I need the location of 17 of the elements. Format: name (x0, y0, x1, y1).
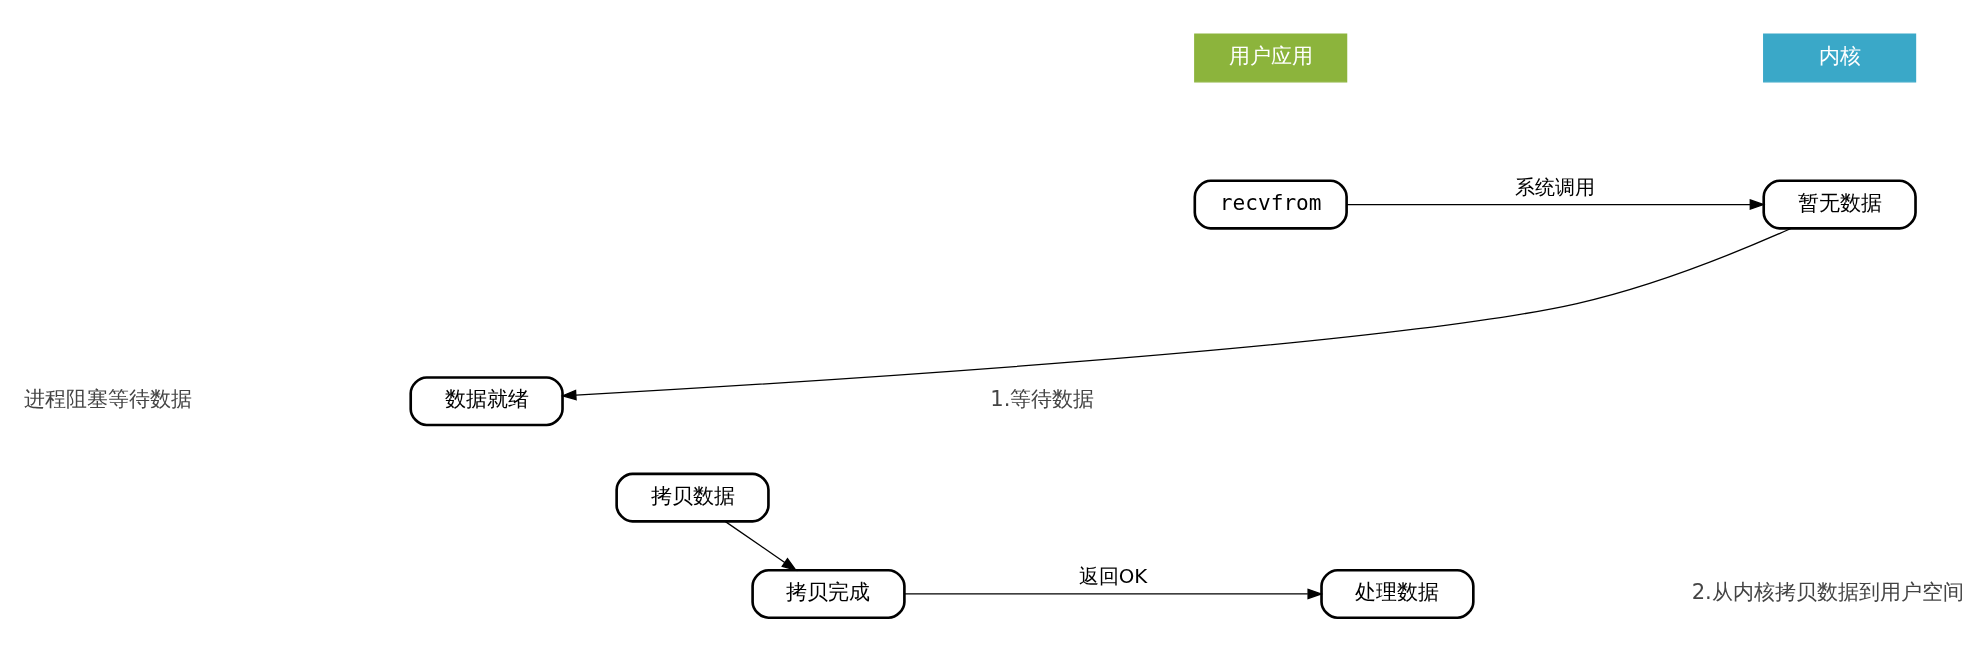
label: 进程阻塞等待数据 (23, 385, 192, 411)
node-box: 用户应用 (1194, 33, 1348, 82)
edge-label: 系统调用 (1515, 175, 1596, 199)
edge-label: 返回OK (1078, 564, 1148, 588)
node-box: 拷贝数据 (615, 472, 770, 523)
label: 1.等待数据 (990, 385, 1095, 411)
arrow (1346, 198, 1766, 210)
node-box: 数据就绪 (409, 375, 564, 426)
node-box: 暂无数据 (1762, 179, 1917, 230)
arrow (724, 520, 798, 571)
node-box: 内核 (1763, 33, 1917, 82)
arrow (560, 227, 1792, 401)
node-box: recvfrom (1193, 179, 1348, 230)
arrow (904, 587, 1324, 599)
node-box: 拷贝完成 (751, 568, 906, 619)
label: 2.从内核拷贝数据到用户空间 (1691, 578, 1964, 604)
node-box: 处理数据 (1320, 568, 1475, 619)
